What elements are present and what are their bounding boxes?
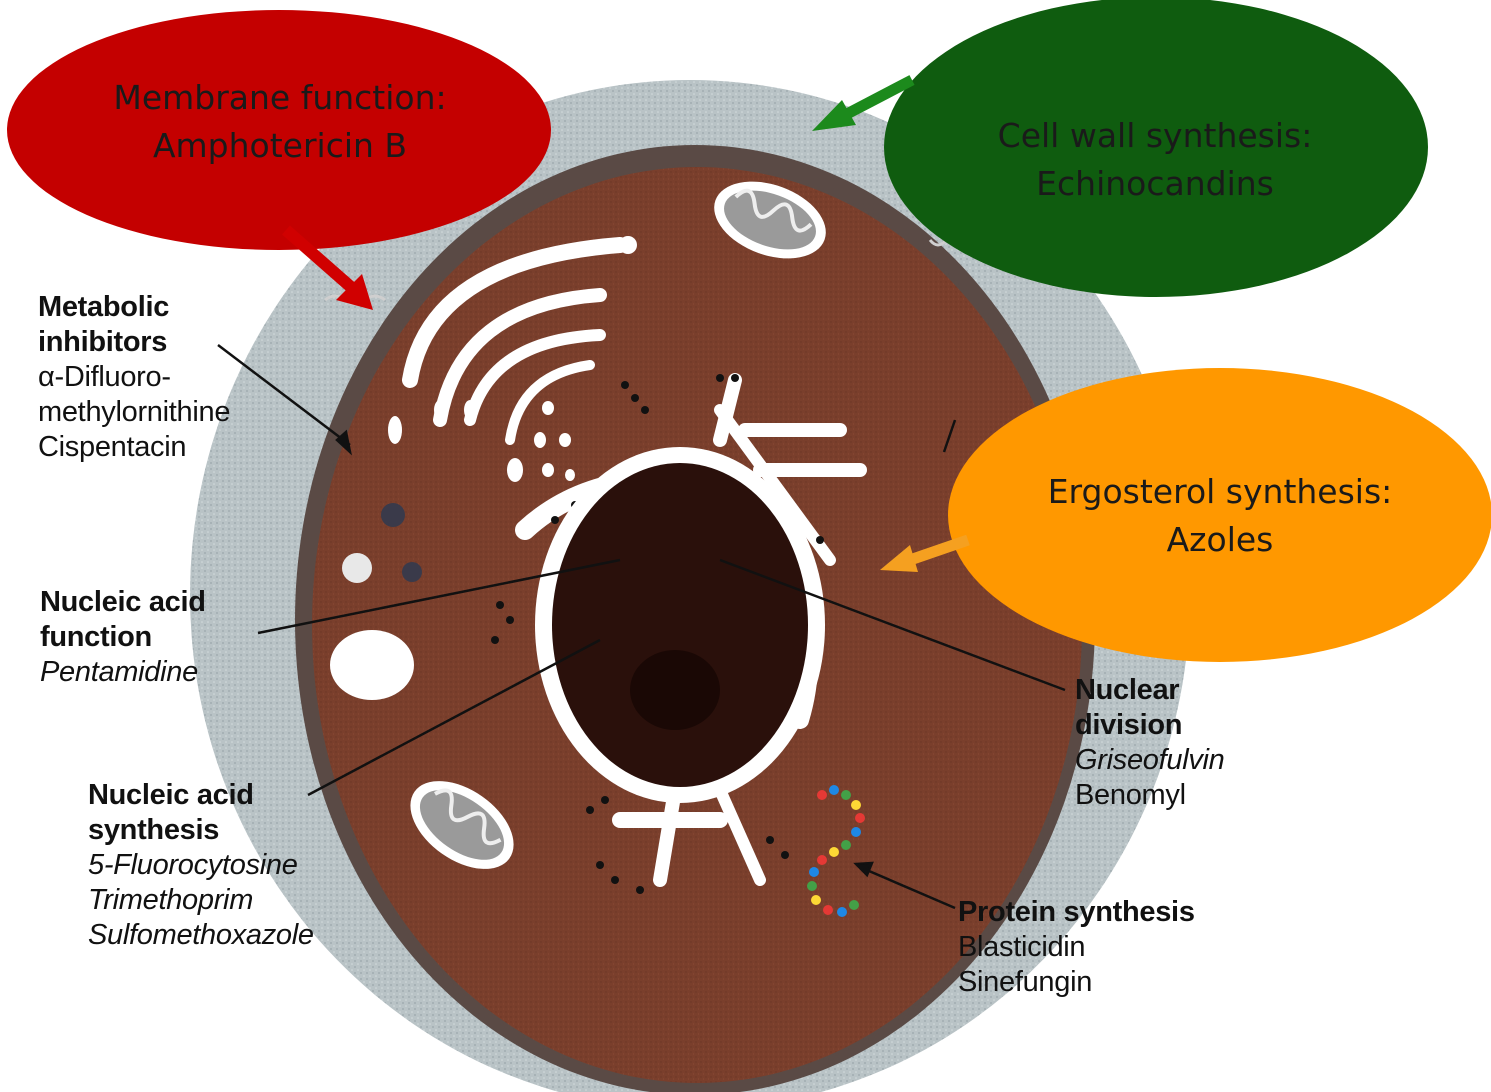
label-metabolic-heading-2: inhibitors bbox=[38, 325, 230, 360]
callout-membrane-drug: Amphotericin B bbox=[30, 122, 530, 170]
nucleolus bbox=[630, 650, 720, 730]
callout-membrane: Membrane function: Amphotericin B bbox=[30, 74, 530, 170]
callout-ergosterol: Ergosterol synthesis: Azoles bbox=[970, 468, 1470, 564]
label-metabolic-inhibitors: Metabolic inhibitors α-Difluoro- methylo… bbox=[38, 290, 230, 465]
label-metabolic-drug-2: methylornithine bbox=[38, 395, 230, 430]
label-nucleic-synthesis-heading-1: Nucleic acid bbox=[88, 778, 314, 813]
label-nucleic-function-heading-1: Nucleic acid bbox=[40, 585, 206, 620]
nucleus bbox=[552, 463, 808, 787]
label-nuclear-division-heading-2: division bbox=[1075, 708, 1225, 743]
label-protein-synthesis-heading-1: Protein synthesis bbox=[958, 895, 1195, 930]
callout-ergosterol-drug: Azoles bbox=[970, 516, 1470, 564]
vesicle-white-small bbox=[342, 553, 372, 583]
label-protein-synthesis-drug-2: Sinefungin bbox=[958, 965, 1195, 1000]
label-nucleic-function-drug-1: Pentamidine bbox=[40, 655, 206, 690]
callout-cell-wall-drug: Echinocandins bbox=[905, 160, 1405, 208]
callout-membrane-title: Membrane function: bbox=[30, 74, 530, 122]
label-nucleic-synthesis-heading-2: synthesis bbox=[88, 813, 314, 848]
label-metabolic-drug-3: Cispentacin bbox=[38, 430, 230, 465]
vacuole bbox=[330, 630, 414, 700]
label-nuclear-division-drug-2: Benomyl bbox=[1075, 778, 1225, 813]
label-nucleic-synthesis-drug-1: 5-Fluorocytosine bbox=[88, 848, 314, 883]
callout-cell-wall-title: Cell wall synthesis: bbox=[905, 112, 1405, 160]
label-nuclear-division: Nuclear division Griseofulvin Benomyl bbox=[1075, 673, 1225, 813]
label-metabolic-heading-1: Metabolic bbox=[38, 290, 230, 325]
label-protein-synthesis-drug-1: Blasticidin bbox=[958, 930, 1195, 965]
vesicle-dark-1 bbox=[381, 503, 405, 527]
label-nucleic-synthesis-drug-2: Trimethoprim bbox=[88, 883, 314, 918]
label-nucleic-acid-synthesis: Nucleic acid synthesis 5-Fluorocytosine … bbox=[88, 778, 314, 953]
label-metabolic-drug-1: α-Difluoro- bbox=[38, 360, 230, 395]
callout-ergosterol-title: Ergosterol synthesis: bbox=[970, 468, 1470, 516]
label-nuclear-division-heading-1: Nuclear bbox=[1075, 673, 1225, 708]
vesicle-dark-2 bbox=[402, 562, 422, 582]
label-nucleic-function-heading-2: function bbox=[40, 620, 206, 655]
callout-cell-wall: Cell wall synthesis: Echinocandins bbox=[905, 112, 1405, 208]
label-nucleic-synthesis-drug-3: Sulfomethoxazole bbox=[88, 918, 314, 953]
label-nucleic-acid-function: Nucleic acid function Pentamidine bbox=[40, 585, 206, 690]
label-nuclear-division-drug-1: Griseofulvin bbox=[1075, 743, 1225, 778]
label-protein-synthesis: Protein synthesis Blasticidin Sinefungin bbox=[958, 895, 1195, 1000]
